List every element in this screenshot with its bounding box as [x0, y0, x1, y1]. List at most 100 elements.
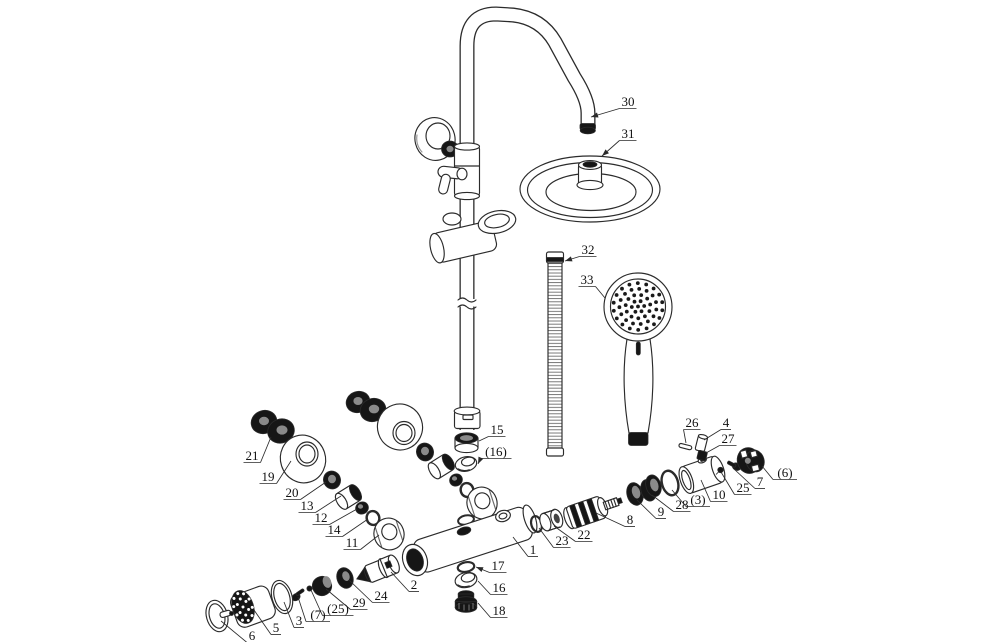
part-label-15: 15	[478, 422, 506, 442]
svg-text:27: 27	[722, 431, 736, 446]
svg-text:31: 31	[622, 126, 635, 141]
svg-text:22: 22	[578, 527, 591, 542]
svg-text:18: 18	[493, 603, 506, 618]
part-label-25: (25)	[310, 589, 354, 616]
inlet-parts-left	[250, 409, 405, 551]
part-label-28: 28	[651, 494, 691, 512]
part-label-24: 24	[348, 579, 390, 603]
part-6-handle-cap	[205, 599, 234, 633]
svg-text:15: 15	[491, 422, 504, 437]
part-18-plug-nut	[454, 590, 478, 613]
part-label-18: 18	[477, 602, 508, 618]
part-1-valve-body	[401, 504, 538, 577]
svg-text:23: 23	[556, 533, 569, 548]
part-label-23: 23	[538, 527, 571, 548]
part-22-retainer-ring	[539, 508, 564, 532]
part-3-ring	[270, 579, 294, 615]
svg-text:20: 20	[286, 485, 299, 500]
part-label-7: (7)	[297, 596, 330, 622]
part-21-wall-union	[250, 409, 295, 444]
part-label-26: 26	[683, 415, 701, 444]
part-25-screw-small	[306, 585, 313, 592]
part-25-screw	[715, 466, 724, 475]
part-label-22: 22	[553, 525, 593, 542]
part-8-thermostatic-cartridge	[563, 496, 623, 530]
part-12-nut	[355, 501, 369, 515]
svg-text:13: 13	[301, 498, 314, 513]
part-2-flow-spindle	[356, 554, 400, 583]
bushing-duplicate	[427, 453, 455, 480]
part-label-14: 14	[325, 518, 369, 537]
riser-pipe-and-shower-arm	[457, 6, 596, 430]
svg-text:5: 5	[273, 620, 280, 635]
svg-text:25: 25	[737, 480, 750, 495]
part-3-o-ring	[660, 469, 680, 497]
part-label-6: 6	[220, 620, 256, 642]
svg-text:(16): (16)	[485, 444, 507, 459]
part-label-13: 13	[298, 495, 342, 513]
svg-text:17: 17	[492, 558, 506, 573]
part-label-20: 20	[283, 481, 327, 500]
svg-text:19: 19	[262, 469, 275, 484]
part-label-27: 27	[705, 431, 737, 454]
part-label-10: 10	[700, 479, 728, 502]
part-24-ring	[336, 567, 354, 589]
part-11-union-nut	[373, 517, 405, 551]
part-28-cap	[640, 474, 662, 502]
part-label-32: 32	[564, 242, 597, 262]
part-label-30: 30	[590, 94, 637, 118]
part-label-17: 17	[475, 558, 507, 573]
svg-text:3: 3	[296, 613, 303, 628]
svg-text:(3): (3)	[690, 492, 705, 507]
slider-bracket	[429, 209, 517, 264]
part-27-adapter-insert	[696, 449, 708, 462]
part-19-escutcheon	[279, 434, 327, 484]
wall-bracket	[414, 117, 456, 161]
svg-text:(6): (6)	[777, 465, 792, 480]
part-label-21: 21	[243, 436, 272, 463]
svg-text:10: 10	[713, 487, 726, 502]
part-label-16: (16)	[477, 444, 512, 465]
svg-text:4: 4	[723, 415, 730, 430]
svg-text:14: 14	[328, 522, 342, 537]
part-6-handle-hub	[736, 447, 765, 474]
svg-text:16: 16	[493, 580, 507, 595]
hand-shower	[603, 272, 673, 446]
part-label-31: 31	[601, 126, 637, 157]
union-nut-duplicate	[466, 486, 498, 520]
part-4-adapter	[694, 433, 709, 453]
part-label-33: 33	[578, 272, 606, 299]
svg-text:2: 2	[411, 577, 418, 592]
part-label-25: 25	[720, 471, 752, 495]
part-label-16: 16	[477, 580, 508, 595]
nut-duplicate	[449, 473, 463, 487]
svg-text:6: 6	[249, 628, 256, 642]
inlet-parts-right	[345, 390, 498, 526]
svg-text:26: 26	[686, 415, 700, 430]
part-5-handle-grip	[230, 585, 276, 628]
part-label-5: 5	[253, 609, 281, 635]
wall-union-duplicate	[345, 390, 387, 423]
svg-text:(7): (7)	[310, 607, 325, 622]
svg-text:21: 21	[246, 448, 259, 463]
part-label-12: 12	[312, 508, 358, 525]
seal-ring-duplicate	[416, 442, 434, 462]
part-label-29: 29	[325, 588, 368, 610]
svg-text:11: 11	[346, 535, 359, 550]
spray-face-dots	[611, 281, 665, 332]
riser-base-collar	[453, 406, 481, 430]
part-label-11: 11	[343, 534, 380, 550]
part-15-nut	[454, 432, 479, 454]
part-label-1: 1	[512, 536, 538, 557]
svg-text:28: 28	[676, 497, 689, 512]
part-label-3: 3	[283, 601, 304, 628]
svg-text:8: 8	[627, 512, 634, 527]
diverter-lever	[437, 165, 468, 195]
pipe-sleeve	[453, 142, 481, 201]
arm-outlet-tip	[579, 123, 596, 135]
svg-text:1: 1	[530, 542, 537, 557]
part-16-cone-washer	[454, 571, 478, 589]
